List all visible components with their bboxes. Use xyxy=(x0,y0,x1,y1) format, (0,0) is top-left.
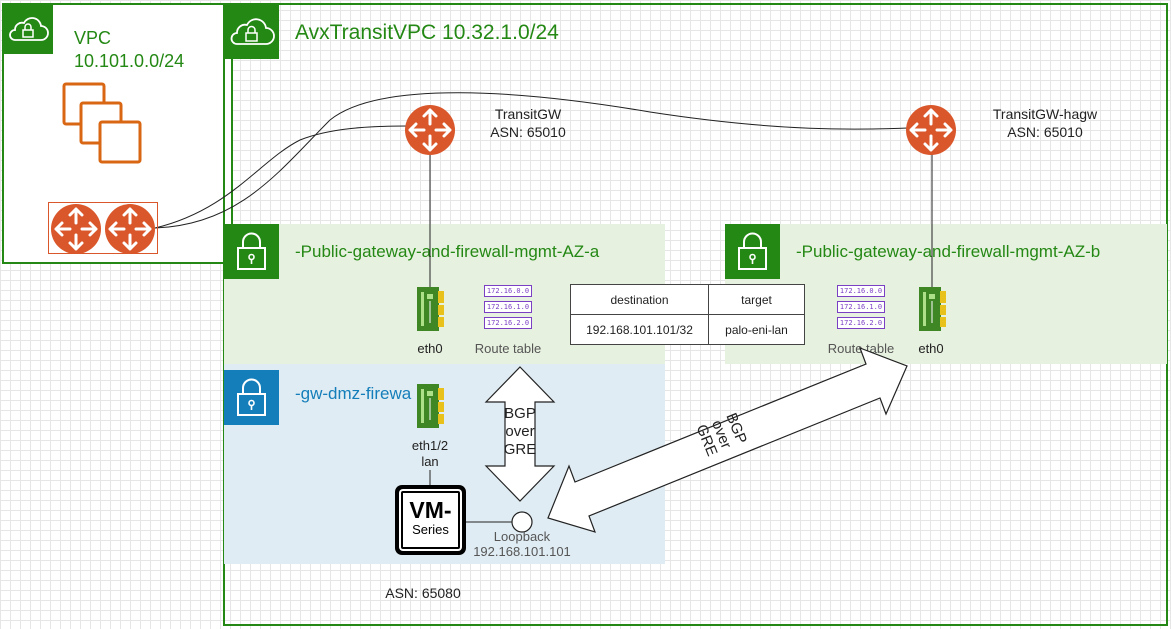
subnet-az-b-title: -Public-gateway-and-firewall-mgmt-AZ-b xyxy=(796,242,1101,261)
subnet-az-a-lock-badge xyxy=(224,224,279,279)
bgp-vertical-line-1: BGP xyxy=(504,405,536,422)
subnet-dmz-title: -gw-dmz-firewa xyxy=(295,384,412,403)
eni-az-b-label: eth0 xyxy=(918,341,944,356)
transit-vpc-title: AvxTransitVPC 10.32.1.0/24 xyxy=(295,21,559,44)
route-table-az-a-label: Route table xyxy=(474,341,542,356)
route-table-header-target: target xyxy=(708,284,805,315)
eni-dmz-label-2: lan xyxy=(421,454,439,469)
firewall-asn: ASN: 65080 xyxy=(385,585,461,601)
spoke-gateway-router-icon[interactable] xyxy=(50,203,102,255)
route-table-header-row: destination target xyxy=(570,284,805,315)
cloud-lock-icon xyxy=(230,18,275,45)
eni-az-a-label: eth0 xyxy=(417,341,443,356)
route-entry: 172.16.1.0 xyxy=(837,301,885,313)
route-entry: 172.16.2.0 xyxy=(837,317,885,329)
lock-icon xyxy=(237,378,266,416)
eni-dmz-label-1: eth1/2 xyxy=(411,438,449,453)
spoke-to-transitgw-line xyxy=(154,125,409,229)
eni-icon-az-a[interactable] xyxy=(416,285,446,333)
route-entry: 172.16.2.0 xyxy=(484,317,532,329)
lock-icon xyxy=(738,232,767,270)
subnet-az-a-title: -Public-gateway-and-firewall-mgmt-AZ-a xyxy=(295,242,600,261)
spoke-gateway-pair xyxy=(48,202,158,254)
bgp-vertical-line-2: over xyxy=(505,423,535,440)
loopback-label: Loopback xyxy=(493,529,551,544)
table-row: 192.168.101.101/32 palo-eni-lan xyxy=(570,314,805,345)
spoke-vpc-title: VPC xyxy=(74,28,112,48)
spoke-to-transitgw-ha-line xyxy=(154,92,909,229)
route-destination-cell: 192.168.101.101/32 xyxy=(570,314,709,345)
route-entry: 172.16.0.0 xyxy=(837,285,885,297)
route-entry: 172.16.0.0 xyxy=(484,285,532,297)
loopback-interface-icon[interactable] xyxy=(510,510,534,534)
vm-series-line-2: Series xyxy=(412,522,449,537)
spoke-vpc-cidr: 10.101.0.0/24 xyxy=(74,51,185,71)
eni-icon-dmz[interactable] xyxy=(416,382,446,430)
cloud-lock-icon xyxy=(9,17,49,41)
route-table: destination target 192.168.101.101/32 pa… xyxy=(570,284,805,345)
transitgw-asn: ASN: 65010 xyxy=(490,124,566,140)
route-table-icon-az-b[interactable]: 172.16.0.0 172.16.1.0 172.16.2.0 xyxy=(837,285,885,329)
subnet-az-b-lock-badge xyxy=(725,224,780,279)
lock-icon xyxy=(237,232,266,270)
instances-icon xyxy=(62,82,142,164)
bgp-vertical-double-arrow xyxy=(484,366,556,502)
vm-series-firewall-icon[interactable]: VM- Series xyxy=(395,485,466,555)
vm-series-line-1: VM- xyxy=(409,497,452,523)
route-target-cell: palo-eni-lan xyxy=(708,314,805,345)
route-entry: 172.16.1.0 xyxy=(484,301,532,313)
loopback-ip: 192.168.101.101 xyxy=(473,544,571,559)
transitgw-name: TransitGW xyxy=(494,106,562,122)
route-table-icon-az-a[interactable]: 172.16.0.0 172.16.1.0 172.16.2.0 xyxy=(484,285,532,329)
transit-vpc-cloud-badge xyxy=(224,4,279,59)
spoke-gateway-ha-router-icon[interactable] xyxy=(104,203,156,255)
transitgw-router-icon[interactable] xyxy=(404,104,456,156)
transitgw-ha-name: TransitGW-hagw xyxy=(992,106,1098,122)
subnet-dmz-lock-badge xyxy=(224,370,279,425)
spoke-vpc-cloud-badge xyxy=(3,4,53,54)
bgp-vertical-line-3: GRE xyxy=(503,441,537,458)
transitgw-ha-router-icon[interactable] xyxy=(905,104,957,156)
transitgw-ha-asn: ASN: 65010 xyxy=(1007,124,1083,140)
eni-icon-az-b[interactable] xyxy=(918,285,948,333)
